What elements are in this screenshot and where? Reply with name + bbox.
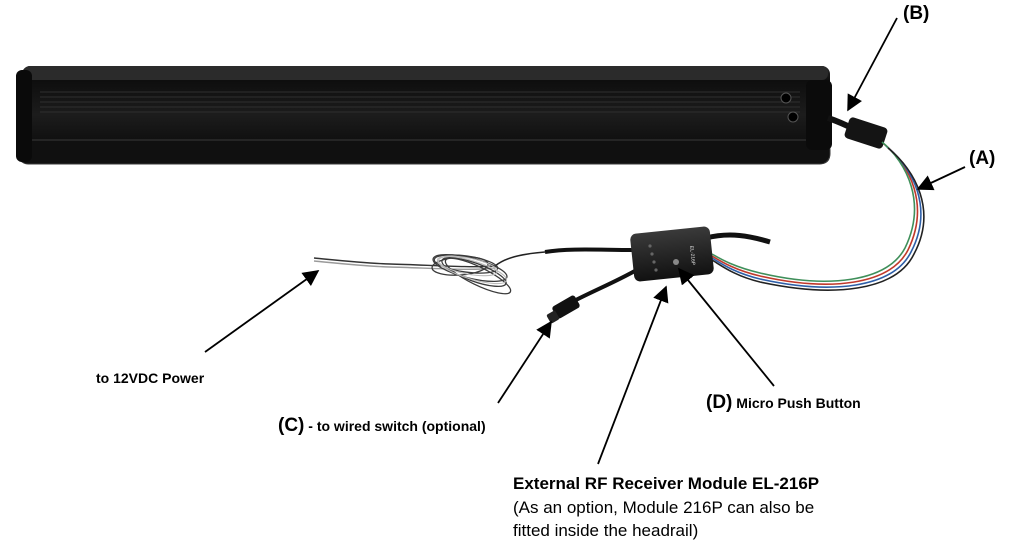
- switch-connector: [546, 295, 580, 324]
- connector-b: [844, 117, 888, 149]
- micro-push-button[interactable]: [673, 259, 679, 265]
- module-cable-to-switch: [571, 266, 642, 304]
- power-cable: [313, 251, 546, 295]
- arrow-c: [497, 320, 552, 404]
- headrail-hole-lower: [787, 111, 799, 123]
- wire-bundle: [711, 141, 925, 291]
- label-c: (C) - to wired switch (optional): [278, 415, 486, 437]
- headrail-bottom-bar: [17, 139, 831, 165]
- headrail-hole-upper: [780, 92, 792, 104]
- callout-arrows: [204, 17, 966, 465]
- module-leds: [648, 244, 658, 272]
- arrow-power: [204, 270, 320, 353]
- label-module-note-line2: fitted inside the headrail): [513, 521, 699, 540]
- arrow-a: [916, 166, 966, 191]
- arrow-b: [847, 17, 898, 112]
- headrail-top-cap: [24, 66, 828, 80]
- label-c-letter: (C): [278, 415, 305, 436]
- arrow-d: [677, 267, 775, 387]
- arrow-module: [597, 285, 669, 465]
- label-power: to 12VDC Power: [96, 370, 205, 386]
- label-d-letter: (D): [706, 392, 733, 413]
- label-d-text: Micro Push Button: [732, 395, 861, 411]
- label-a: (A): [969, 148, 996, 169]
- receiver-module: EL-216P: [630, 226, 714, 282]
- power-cable-coil: [431, 253, 512, 295]
- module-cable-top-right: [705, 232, 771, 245]
- module-print: EL-216P: [688, 246, 696, 267]
- label-c-text: - to wired switch (optional): [304, 418, 486, 434]
- headrail-end-cap: [806, 80, 832, 150]
- module-cable-to-power: [544, 247, 633, 254]
- label-d: (D) Micro Push Button: [706, 392, 861, 414]
- headrail-left-cap: [16, 70, 32, 162]
- label-b: (B): [903, 3, 930, 24]
- label-module-title: External RF Receiver Module EL-216P: [513, 474, 820, 493]
- label-module-note-line1: (As an option, Module 216P can also be: [513, 498, 815, 517]
- headrail-ribs: [40, 91, 800, 113]
- headrail: [16, 66, 832, 165]
- receiver-module-housing: [630, 226, 714, 282]
